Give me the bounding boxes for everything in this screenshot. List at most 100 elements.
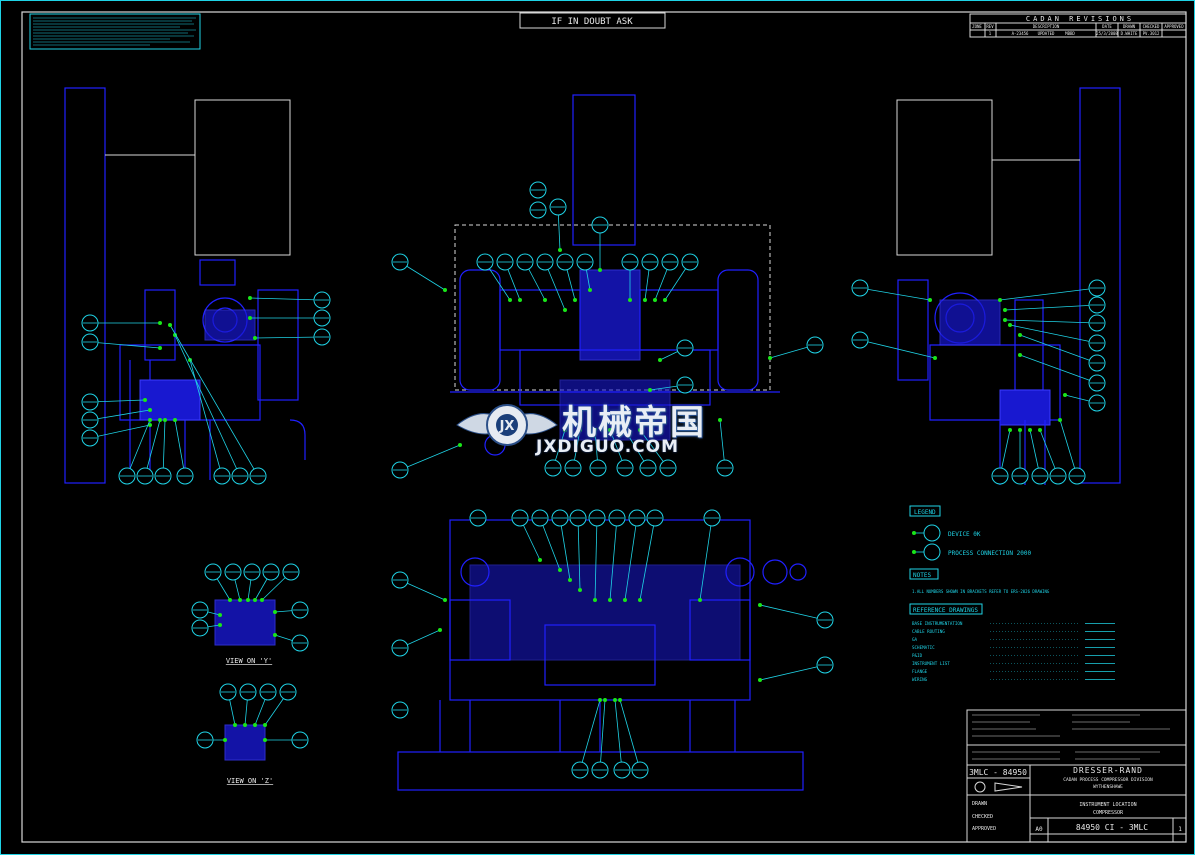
svg-text:VIEW ON 'Y': VIEW ON 'Y'	[226, 657, 272, 665]
legend-item-device: DEVICE 0K	[948, 531, 981, 538]
if-in-doubt-banner: IF IN DOUBT ASK	[519, 12, 666, 29]
svg-text:IF IN DOUBT ASK: IF IN DOUBT ASK	[551, 17, 633, 27]
callout-bubble	[618, 698, 649, 779]
watermark-chinese-text: 机械帝国	[562, 403, 706, 443]
callout-bubble	[204, 563, 232, 602]
svg-text:JX: JX	[499, 419, 515, 434]
callout-bubble	[758, 603, 834, 629]
revisions-table: CADAN REVISIONS ZONE REV DESCRIPTION DAT…	[969, 13, 1187, 38]
callout-bubble	[564, 428, 582, 477]
callout-bubble	[768, 336, 824, 360]
callout-bubble	[623, 509, 646, 602]
callout-bubble	[118, 418, 152, 485]
callout-bubble	[173, 333, 249, 485]
reference-drawing-item: CABLE ROUTING	[912, 629, 945, 634]
svg-text:DRAWN: DRAWN	[1123, 24, 1136, 29]
callout-bubble	[998, 279, 1106, 302]
reference-drawing-item: P&ID	[912, 653, 923, 658]
svg-text:INSTRUMENT LOCATION: INSTRUMENT LOCATION	[1079, 802, 1136, 808]
callout-bubble	[196, 731, 227, 749]
reference-drawing-item: GA	[912, 637, 918, 642]
reference-drawing-item: SCHEMATIC	[912, 645, 935, 650]
svg-text:1.ALL NUMBERS SHOWN IN BRACKET: 1.ALL NUMBERS SHOWN IN BRACKETS REFER TO…	[912, 589, 1050, 594]
callout-bubble	[81, 408, 152, 429]
callout-bubble	[243, 563, 261, 602]
gear-wings-logo-icon: JX	[456, 404, 558, 446]
callout-bubble	[173, 418, 194, 485]
callout-bubble	[191, 601, 222, 619]
inner-border	[21, 11, 1187, 843]
callout-bubble	[248, 309, 331, 327]
svg-text:A-23456: A-23456	[1012, 31, 1029, 36]
callout-bubble	[589, 428, 607, 477]
callout-bubble	[851, 331, 937, 360]
callout-bubble	[1018, 353, 1106, 392]
callout-bubble	[273, 601, 309, 619]
callout-bubble	[253, 328, 331, 346]
callout-bubble	[219, 683, 237, 727]
callout-bubble	[476, 253, 512, 302]
callout-bubble	[224, 563, 242, 602]
svg-text:DRAWN: DRAWN	[972, 801, 987, 807]
callout-bubble	[81, 423, 152, 447]
callout-bubble	[591, 698, 609, 779]
callout-bubble	[1038, 428, 1067, 485]
svg-text:MBBD: MBBD	[1065, 31, 1075, 36]
reference-drawing-item: FLANGE	[912, 669, 928, 674]
reference-drawing-item: BASE INSTRUMENTATION	[912, 621, 963, 626]
center-elevation-view	[397, 519, 807, 791]
svg-text:CHECKED: CHECKED	[972, 814, 993, 820]
callout-bubble	[496, 253, 522, 302]
callout-bubble	[544, 428, 567, 477]
callout-bubble	[1018, 333, 1106, 372]
callout-bubble	[531, 509, 562, 572]
callout-bubble	[511, 509, 542, 562]
callout-bubble	[136, 418, 162, 485]
callout-bubble	[263, 683, 297, 727]
svg-text:LEGEND: LEGEND	[914, 509, 936, 516]
callout-bubble	[571, 698, 602, 779]
callout-bubble	[663, 253, 699, 302]
callout-bubble	[551, 509, 572, 582]
svg-text:REFERENCE DRAWINGS: REFERENCE DRAWINGS	[913, 607, 978, 614]
callout-bubble	[1063, 393, 1106, 412]
callout-bubble	[716, 418, 734, 477]
callout-bubble	[191, 619, 222, 637]
callout-bubble	[613, 698, 631, 779]
top-left-note-block	[29, 13, 201, 50]
callout-bubble	[851, 279, 932, 302]
callout-bubble	[273, 633, 309, 652]
left-side-view	[64, 87, 306, 484]
callout-bubble	[1058, 418, 1086, 485]
callout-bubble	[529, 201, 547, 219]
callout-bubble	[641, 253, 659, 302]
callout-bubble	[1028, 428, 1049, 485]
callout-bubble	[758, 656, 834, 682]
callout-bubble	[253, 563, 280, 602]
svg-text:ZONE: ZONE	[972, 24, 982, 29]
svg-text:APPROVED: APPROVED	[972, 826, 996, 832]
jxdiguo-watermark: JX 机械帝国 JXDIGUO.COM	[452, 395, 752, 465]
callout-bubble	[516, 253, 547, 302]
view-y-detail: VIEW ON 'Y'	[214, 599, 276, 665]
svg-text:A0: A0	[1035, 826, 1043, 833]
legend: LEGEND DEVICE 0K PROCESS CONNECTION 2000	[909, 505, 1031, 561]
notes: NOTES 1.ALL NUMBERS SHOWN IN BRACKETS RE…	[909, 568, 1050, 594]
callout-bubble	[648, 376, 694, 394]
reference-drawing-item: INSTRUMENT LIST	[912, 661, 950, 666]
callout-bubble	[263, 731, 309, 749]
callout-bubble	[253, 683, 277, 727]
callout-bubble	[991, 428, 1012, 485]
callout-bubble	[1003, 296, 1106, 314]
svg-text:APPROVED: APPROVED	[1164, 24, 1184, 29]
callout-bubble	[638, 509, 664, 602]
reference-drawings: REFERENCE DRAWINGS BASE INSTRUMENTATION C…	[909, 603, 1115, 682]
svg-text:CADAN PROCESS COMPRESSOR DIVIS: CADAN PROCESS COMPRESSOR DIVISION	[1063, 777, 1153, 783]
callout-bubble	[1011, 428, 1029, 485]
callout-bubble	[391, 253, 447, 292]
callout-bubble	[623, 428, 657, 477]
callout-bubble	[391, 701, 409, 719]
callout-bubble	[81, 393, 147, 411]
svg-text:NOTES: NOTES	[913, 572, 931, 579]
svg-text:1: 1	[989, 31, 992, 36]
